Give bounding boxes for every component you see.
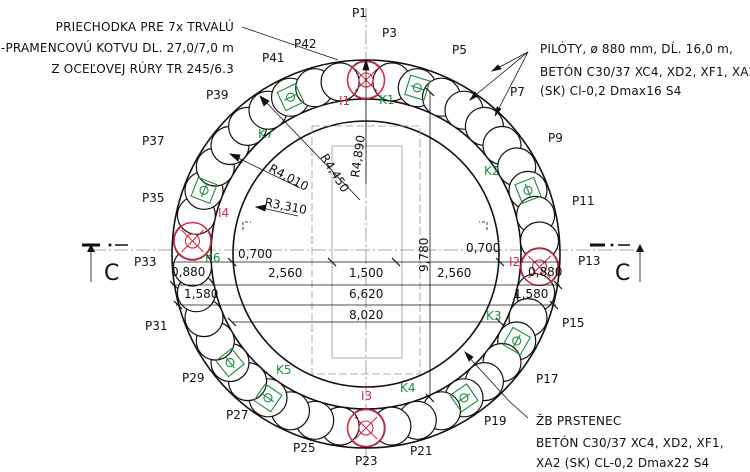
pile-label-p39: P39: [206, 88, 229, 102]
pile-label-p31: P31: [145, 319, 168, 333]
dim-6620: 6,620: [349, 287, 383, 301]
pile-labels: P1 P3 P5 P7 P9 P11 P13 P15 P17 P19 P21 P…: [134, 6, 601, 468]
anchor-passage-marker: [520, 247, 559, 287]
i-label-i1: I1: [339, 94, 350, 108]
k-label-k5: K5: [276, 363, 292, 377]
anchor-passage-marker: [173, 221, 212, 261]
pile-label-p27: P27: [226, 408, 249, 422]
gauge-marker: [502, 326, 532, 356]
pile-label-p25: P25: [293, 441, 316, 455]
pile-label-p21: P21: [410, 444, 433, 458]
radius-label-r4890: R4,890: [348, 134, 368, 178]
gauge-marker: [276, 83, 305, 112]
ring-note-line-2: BETÓN C30/37 XC4, XD2, XF1,: [536, 435, 724, 450]
pile-label-p35: P35: [142, 191, 165, 205]
dim-2560-right: 2,560: [437, 266, 471, 280]
k-label-k6: K6: [205, 251, 221, 265]
radius-label-r3310: R3,310: [263, 195, 308, 217]
pile-label-p23: P23: [355, 454, 378, 468]
piles-note-line-1: PILÓTY, ø 880 mm, DĹ. 16,0 m,: [540, 41, 733, 56]
pile-label-p1: P1: [352, 6, 367, 20]
dim-0880-right: 0,880: [528, 265, 562, 279]
ring-note-line-3: XA2 (SK) CL-0,2 Dmax22 S4: [536, 456, 709, 470]
section-label-left: C: [104, 261, 119, 286]
ring-note: ŽB PRSTENEC BETÓN C30/37 XC4, XD2, XF1, …: [536, 413, 724, 470]
pile-label-p11: P11: [572, 194, 595, 208]
anchor-note-line-3: Z OCEĽOVEJ RÚRY TR 245/6.3: [51, 61, 234, 76]
pile-label-p17: P17: [536, 372, 559, 386]
pile-label-p3: P3: [382, 26, 397, 40]
pile-label-p29: P29: [182, 371, 205, 385]
dim-1580-left: 1,580: [184, 287, 218, 301]
pile-label-p33: P33: [134, 255, 157, 269]
gauge-marker: [215, 347, 245, 378]
anchor-note-line-1: PRIECHODKA PRE 7x TRVALÚ: [56, 19, 234, 34]
dim-2560-left: 2,560: [268, 266, 302, 280]
anchor-note-line-2: 8-PRAMENCOVÚ KOTVU DL. 27,0/7,0 m: [0, 40, 234, 55]
pile-label-p37: P37: [142, 134, 165, 148]
pile-group: [172, 60, 560, 448]
k-label-k1: K1: [379, 93, 395, 107]
dim-0700-right: 0,700: [466, 241, 500, 255]
section-marker-left: [82, 243, 128, 282]
anchor-passage-marker: [346, 408, 386, 448]
dim-0880-left: 0,880: [171, 265, 205, 279]
ring-note-line-1: ŽB PRSTENEC: [536, 413, 622, 428]
pile-label-p9: P9: [548, 131, 563, 145]
pile-label-p42: P42: [294, 37, 317, 51]
gauge-marker: [514, 176, 542, 205]
k-label-k3: K3: [486, 309, 502, 323]
k-label-k7: K7: [258, 127, 274, 141]
gauge-labels: K1 K2 K3 K4 K5 K6 K7: [205, 93, 502, 395]
radius-label-r4450: R4,450: [317, 151, 352, 195]
gauge-marker: [253, 383, 283, 413]
pile-label-p5: P5: [452, 43, 467, 57]
radius-labels: R4,890 R4,450 R4,010 R3,310: [263, 134, 367, 217]
dim-1500: 1,500: [349, 266, 383, 280]
dim-8020: 8,020: [349, 308, 383, 322]
i-label-i2: I2: [509, 255, 520, 269]
leader-lines: [241, 26, 529, 419]
radius-lines: [228, 58, 370, 217]
dim-0700-left: 0,700: [238, 247, 272, 261]
pile-label-p7: P7: [510, 85, 525, 99]
anchor-note: PRIECHODKA PRE 7x TRVALÚ 8-PRAMENCOVÚ KO…: [0, 19, 234, 76]
pile-label-p13: P13: [578, 254, 601, 268]
pile-label-p15: P15: [562, 316, 585, 330]
anchor-labels: I1 I2 I3 I4: [218, 94, 520, 403]
gauge-marker: [449, 383, 479, 413]
piles-note: PILÓTY, ø 880 mm, DĹ. 16,0 m, BETÓN C30/…: [540, 41, 750, 98]
central-opening: [311, 125, 421, 375]
section-marker-right: [590, 243, 644, 282]
dim-1580-right: 1,580: [514, 287, 548, 301]
pile-label-p41: P41: [262, 51, 285, 65]
dim-9780: 9,780: [417, 238, 431, 272]
dimension-lines: [169, 87, 563, 403]
k-label-k4: K4: [400, 381, 416, 395]
k-label-k2: K2: [484, 164, 500, 178]
pile-label-p19: P19: [484, 414, 507, 428]
section-label-right: C: [615, 261, 630, 286]
i-label-i4: I4: [218, 206, 229, 220]
opening-markers: [242, 221, 488, 230]
gauge-marker: [404, 74, 431, 101]
radius-label-r4010: R4,010: [267, 161, 311, 193]
dimension-labels: 0,700 0,700 2,560 1,500 2,560 0,880 0,88…: [171, 238, 562, 322]
i-label-i3: I3: [361, 389, 372, 403]
piles-note-line-3: (SK) Cl-0,2 Dmax16 S4: [540, 84, 682, 98]
piles-note-line-2: BETÓN C30/37 XC4, XD2, XF1, XA2: [540, 64, 750, 79]
gauge-marker: [190, 176, 218, 205]
